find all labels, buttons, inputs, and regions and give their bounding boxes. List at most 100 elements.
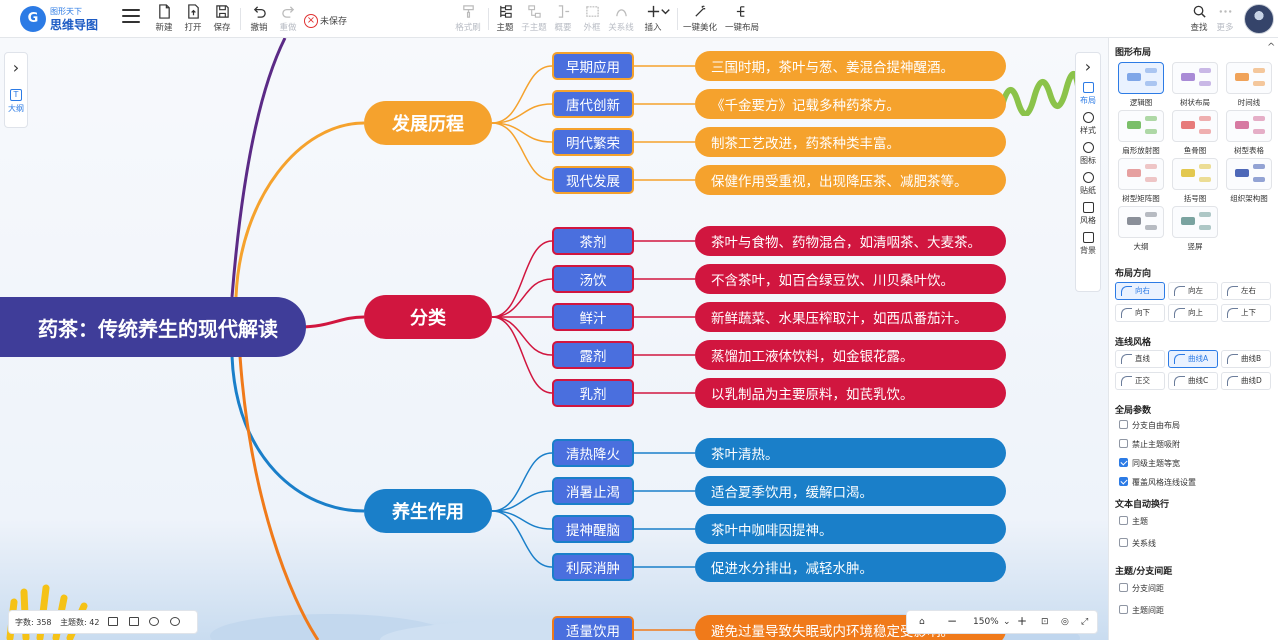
subtopic[interactable]: 清热降火 [552,439,634,467]
hamburger-menu-icon[interactable] [122,9,140,25]
rail-layout[interactable]: 布局 [1076,82,1100,106]
subtopic[interactable]: 消暑止渴 [552,477,634,505]
line-style-option[interactable]: 曲线A [1168,350,1218,368]
summary-button[interactable]: 概要 [547,3,579,35]
detail-topic[interactable]: 茶叶清热。 [695,438,1006,468]
layout-option[interactable]: 括号图 [1171,158,1219,208]
line-style-option[interactable]: 曲线B [1221,350,1271,368]
detail-topic[interactable]: 《千金要方》记载多种药茶方。 [695,89,1006,119]
subtopic[interactable]: 适量饮用 [552,616,634,640]
line-style-option[interactable]: 曲线D [1221,372,1271,390]
direction-option[interactable]: 向上 [1168,304,1218,322]
layout-option[interactable]: 树型表格 [1225,110,1273,160]
detail-topic[interactable]: 适合夏季饮用，缓解口渴。 [695,476,1006,506]
option-checkbox-row[interactable]: 关系线 [1119,538,1156,550]
option-checkbox-row[interactable]: 同级主题等宽 [1119,458,1180,470]
main-topic[interactable]: 发展历程 [364,101,492,145]
layout-option[interactable]: 组织架构图 [1225,158,1273,208]
insert-button[interactable]: 插入 [637,3,669,35]
layout-option[interactable]: 大纲 [1117,206,1165,256]
option-checkbox-row[interactable]: 覆盖风格连线设置 [1119,477,1196,489]
subtopic[interactable]: 利尿消肿 [552,553,634,581]
one-click-layout-button[interactable]: 一键布局 [720,3,764,35]
subtopic[interactable]: 现代发展 [552,166,634,194]
fullscreen-icon[interactable]: ⤢ [1081,617,1089,627]
direction-option[interactable]: 向下 [1115,304,1165,322]
direction-option[interactable]: 向右 [1115,282,1165,300]
subtopic[interactable]: 乳剂 [552,379,634,407]
detail-topic[interactable]: 促进水分排出，减轻水肿。 [695,552,1006,582]
find-button[interactable]: 查找 [1183,3,1215,35]
mindmap-canvas[interactable]: 药茶：传统养生的现代解读 发展历程 早期应用 三国时期，茶叶与葱、姜混合提神醒酒。唐代… [0,38,1108,640]
layout-option[interactable]: 竖屏 [1171,206,1219,256]
option-checkbox-row[interactable]: 主题 [1119,516,1148,528]
option-checkbox-row[interactable]: 分支自由布局 [1119,420,1180,432]
zoom-chevron-down-icon[interactable]: ⌄ [1003,617,1011,627]
option-checkbox-row[interactable]: 禁止主题吸附 [1119,439,1180,451]
layout-option[interactable]: 树型矩阵图 [1117,158,1165,208]
line-style-option[interactable]: 直线 [1115,350,1165,368]
locate-icon[interactable]: ◎ [1061,617,1069,627]
main-topic[interactable]: 分类 [364,295,492,339]
detail-topic[interactable]: 不含茶叶，如百合绿豆饮、川贝桑叶饮。 [695,264,1006,294]
layout-option[interactable]: 扇形放射图 [1117,110,1165,160]
zoom-level[interactable]: 150% [973,617,999,627]
more-button[interactable]: 更多 [1209,3,1241,35]
root-topic[interactable]: 药茶：传统养生的现代解读 [0,297,306,357]
checkbox[interactable] [1119,583,1128,592]
option-checkbox-row[interactable]: 主题间距 [1119,605,1164,617]
checkbox[interactable] [1119,477,1128,486]
expand-chevron-right-icon[interactable]: › [12,58,20,77]
detail-topic[interactable]: 避免过量导致失眠或内环境稳定受影响。 [695,615,1006,640]
zoom-in-button[interactable]: + [1017,614,1028,628]
layout-option[interactable]: 鱼骨图 [1171,110,1219,160]
checkbox[interactable] [1119,538,1128,547]
detail-topic[interactable]: 保健作用受重视，出现降压茶、减肥茶等。 [695,165,1006,195]
format-brush-button[interactable]: 格式刷 [452,3,484,35]
direction-option[interactable]: 上下 [1221,304,1271,322]
subtopic[interactable]: 提神醒脑 [552,515,634,543]
rail-theme[interactable]: 风格 [1076,202,1100,226]
user-avatar[interactable] [1244,4,1274,34]
checkbox[interactable] [1119,439,1128,448]
rail-style[interactable]: 样式 [1076,112,1100,136]
subtopic[interactable]: 明代繁荣 [552,128,634,156]
detail-topic[interactable]: 三国时期，茶叶与葱、姜混合提神醒酒。 [695,51,1006,81]
open-button[interactable]: 打开 [177,3,209,35]
detail-topic[interactable]: 以乳制品为主要原料，如芪乳饮。 [695,378,1006,408]
checkbox[interactable] [1119,516,1128,525]
line-style-option[interactable]: 正交 [1115,372,1165,390]
panel-collapse-icon[interactable]: ^ [1267,42,1276,53]
subtopic[interactable]: 鲜汁 [552,303,634,331]
detail-topic[interactable]: 蒸馏加工液体饮料，如金银花露。 [695,340,1006,370]
checkbox[interactable] [1119,605,1128,614]
layout-option[interactable]: 逻辑图 [1117,62,1165,112]
layout-option[interactable]: 树状布局 [1171,62,1219,112]
frame-button[interactable]: 外框 [576,3,608,35]
direction-option[interactable]: 左右 [1221,282,1271,300]
subtopic[interactable]: 早期应用 [552,52,634,80]
subtopic[interactable]: 汤饮 [552,265,634,293]
undo-button[interactable]: 撤销 [243,3,275,35]
fit-view-icon[interactable]: ⊡ [1041,617,1049,627]
line-style-option[interactable]: 曲线C [1168,372,1218,390]
subtopic[interactable]: 露剂 [552,341,634,369]
zoom-out-button[interactable]: − [947,614,958,628]
one-click-beautify-button[interactable]: 一键美化 [678,3,722,35]
redo-button[interactable]: 重做 [272,3,304,35]
topic-button[interactable]: 主题 [489,3,521,35]
subtopic-button[interactable]: 子主题 [518,3,550,35]
detail-topic[interactable]: 茶叶与食物、药物混合，如清咽茶、大麦茶。 [695,226,1006,256]
present-icon[interactable]: ⌂ [919,617,925,627]
subtopic[interactable]: 茶剂 [552,227,634,255]
left-outline-panel[interactable]: › T 大纲 [4,52,28,128]
keyboard-icon[interactable] [108,617,119,626]
collapse-chevron-right-icon[interactable]: › [1084,57,1092,76]
panel-icon[interactable] [128,617,139,626]
insert-dropdown-chevron-icon[interactable] [656,3,674,35]
new-button[interactable]: 新建 [148,3,180,35]
detail-topic[interactable]: 制茶工艺改进，药茶种类丰富。 [695,127,1006,157]
detail-topic[interactable]: 茶叶中咖啡因提神。 [695,514,1006,544]
subtopic[interactable]: 唐代创新 [552,90,634,118]
detail-topic[interactable]: 新鲜蔬菜、水果压榨取汁，如西瓜番茄汁。 [695,302,1006,332]
